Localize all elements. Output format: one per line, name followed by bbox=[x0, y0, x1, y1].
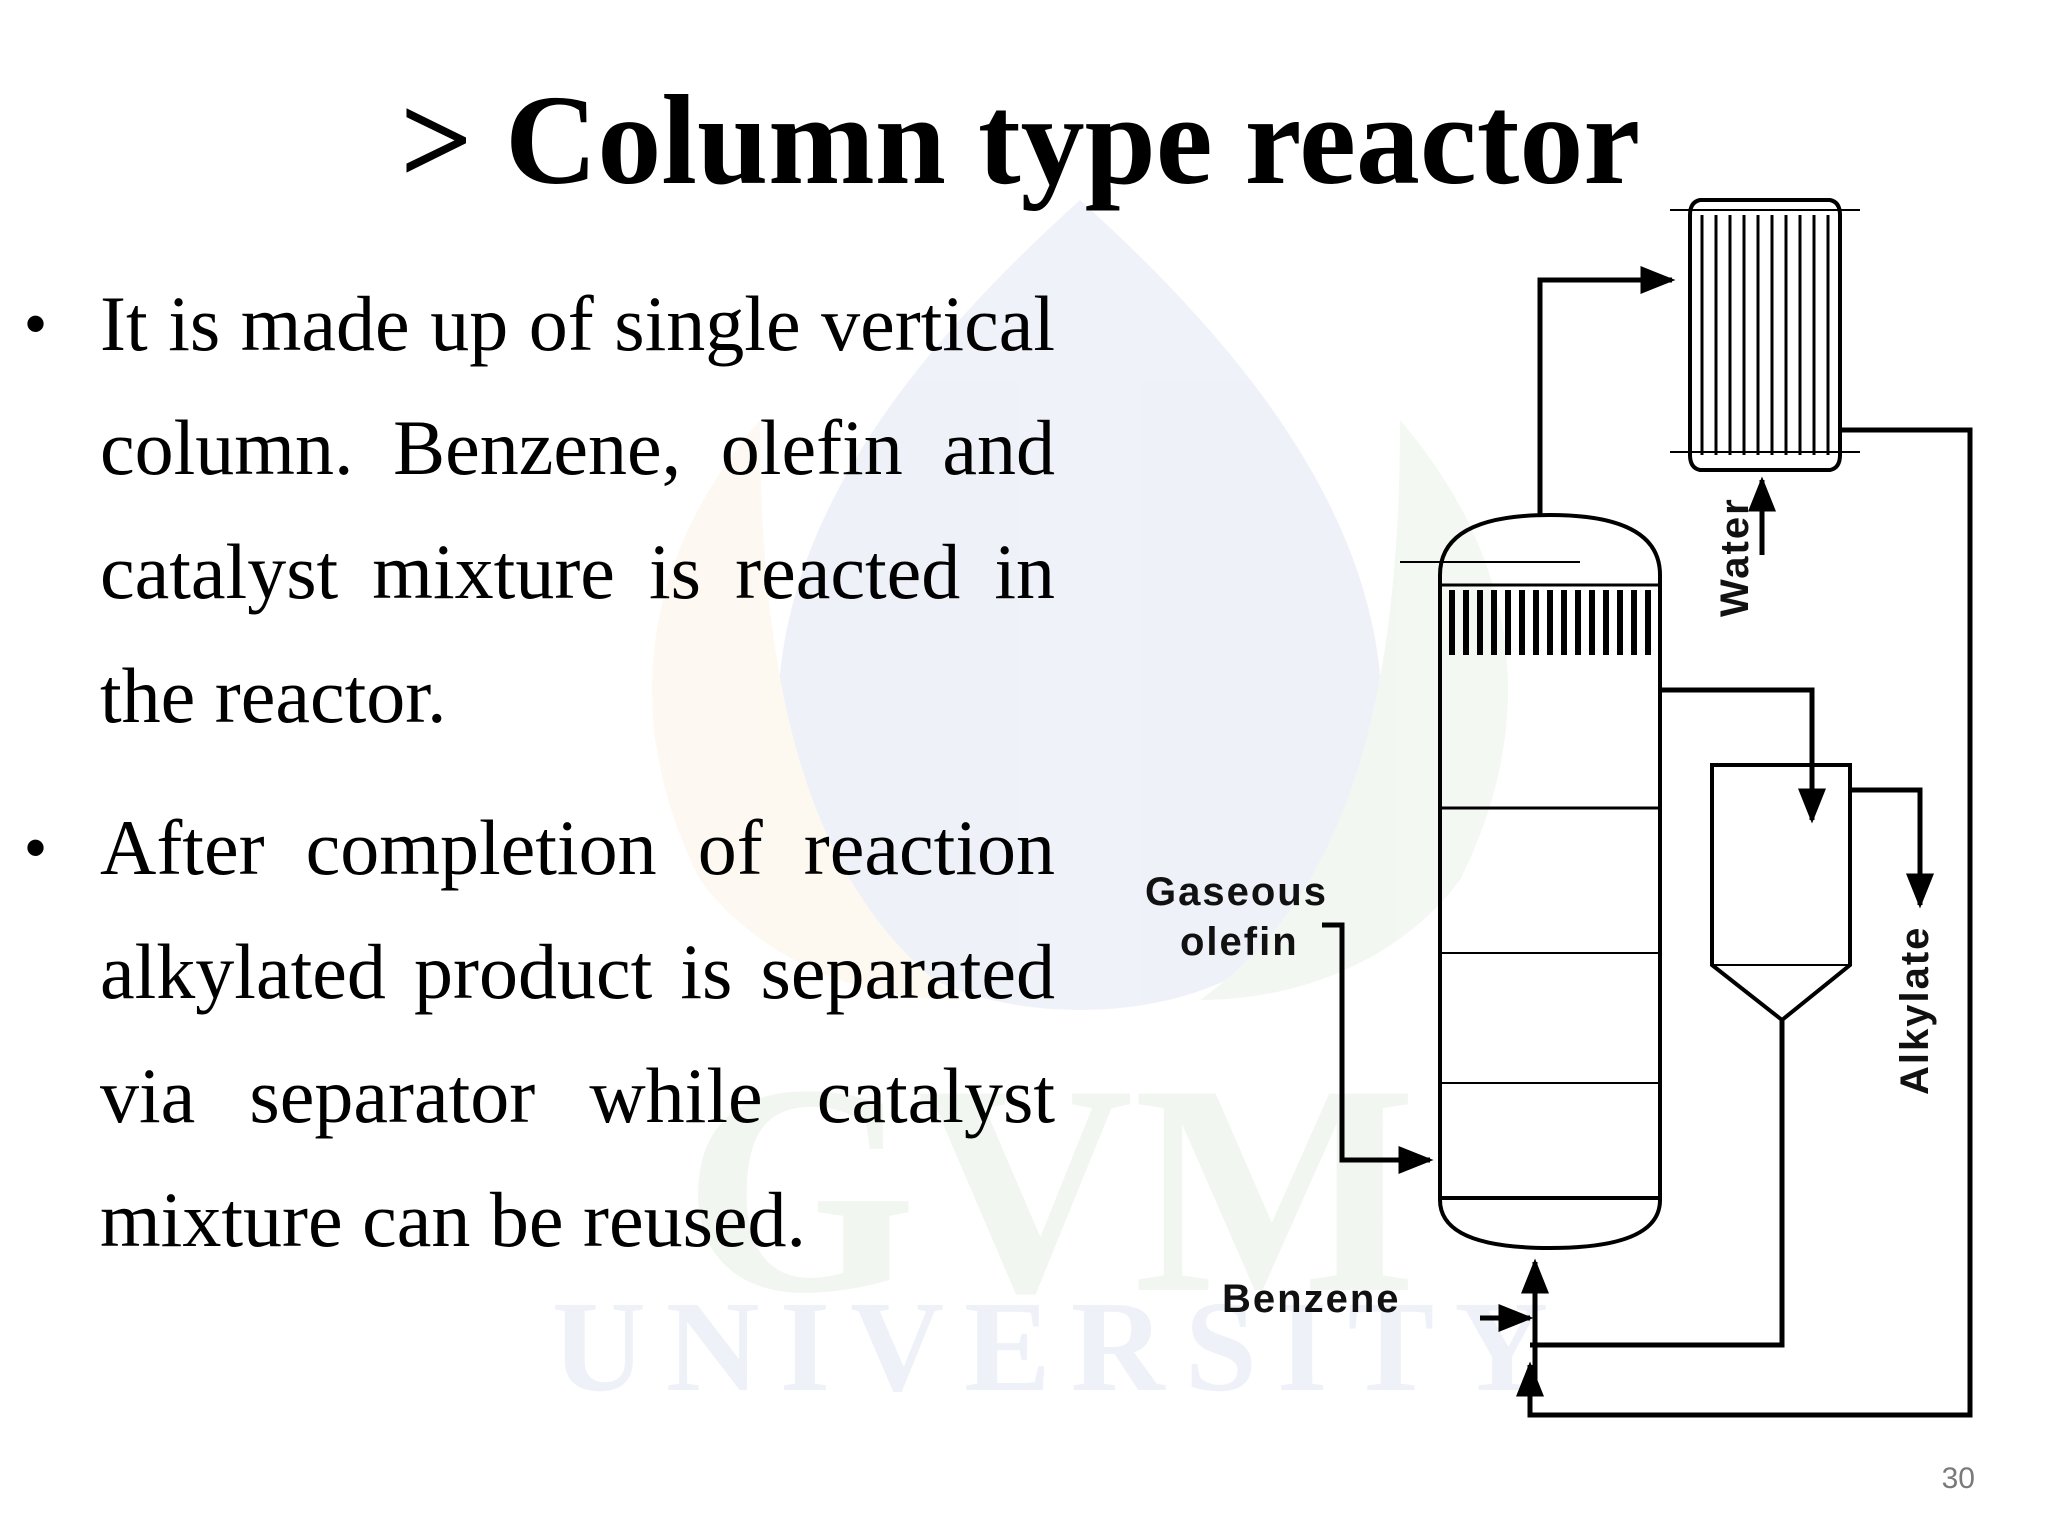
olefin-feed bbox=[1322, 922, 1434, 1174]
condenser bbox=[1670, 198, 1860, 472]
reactor-outlet-to-separator bbox=[1660, 687, 1826, 824]
vapor-line bbox=[1537, 266, 1676, 515]
alkylate-outlet bbox=[1850, 787, 1934, 909]
water-label: Water bbox=[1713, 497, 1757, 617]
bullet-item: • It is made up of single vertical colum… bbox=[25, 262, 1055, 758]
watermark-subtext: UNIVERSITY bbox=[552, 1275, 1568, 1419]
bullet-dot-icon: • bbox=[25, 814, 47, 881]
bullet-item: • After completion of reaction alkylated… bbox=[25, 786, 1055, 1282]
slide-title: > Column type reactor bbox=[400, 69, 1641, 211]
gaseous-label: Gaseous bbox=[1145, 870, 1328, 914]
alkylate-label: Alkylate bbox=[1893, 926, 1937, 1095]
bullet-dot-icon: • bbox=[25, 290, 47, 357]
watermark-text: GVM bbox=[683, 1023, 1416, 1355]
bullet-text: It is made up of single vertical column.… bbox=[100, 280, 1055, 739]
catalyst-recycle bbox=[1530, 1020, 1785, 1348]
condensate-return bbox=[1516, 427, 1973, 1418]
bullet-text: After completion of reaction alkylated p… bbox=[100, 804, 1055, 1263]
page-number: 30 bbox=[1941, 1462, 1975, 1495]
column-reactor-diagram: Gaseous olefin Benzene Water Alkylate bbox=[1145, 198, 1973, 1418]
benzene-label: Benzene bbox=[1222, 1277, 1401, 1321]
reactor-column bbox=[1400, 512, 1662, 1251]
olefin-label: olefin bbox=[1180, 920, 1299, 964]
bullet-list: • It is made up of single vertical colum… bbox=[25, 262, 1055, 1282]
separator bbox=[1710, 763, 1852, 1023]
